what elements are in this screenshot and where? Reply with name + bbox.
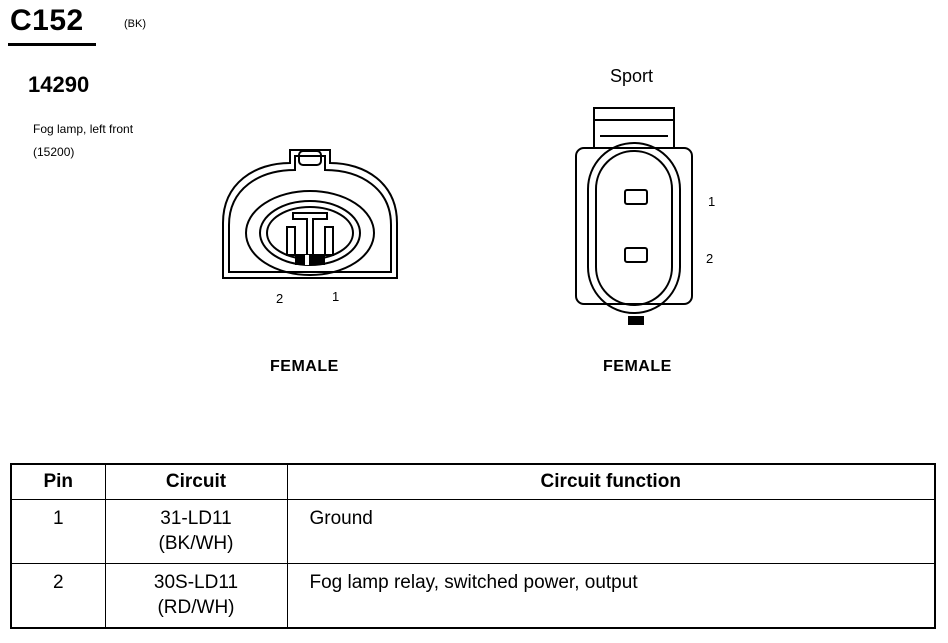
- left-connector-face-diagram: [222, 149, 398, 279]
- circuit-number: 30S-LD11: [153, 572, 239, 593]
- pin-cell: 2: [10, 563, 106, 628]
- wire-color: (BK/WH): [158, 533, 234, 554]
- right-gender-label: FEMALE: [603, 358, 672, 375]
- function-cell: Fog lamp relay, switched power, output: [286, 563, 936, 628]
- circuit-cell: 30S-LD11 (RD/WH): [104, 563, 288, 628]
- right-pin-label-2: 2: [706, 251, 714, 266]
- part-number: 14290: [28, 72, 90, 97]
- circuit-number: 31-LD11: [160, 508, 232, 529]
- table-row: 1 31-LD11 (BK/WH) Ground: [10, 499, 936, 564]
- function-cell: Ground: [286, 499, 936, 564]
- connector-id-underline: [8, 43, 96, 46]
- left-gender-label: FEMALE: [270, 358, 339, 375]
- variant-label: Sport: [610, 66, 654, 86]
- header-pin: Pin: [10, 463, 106, 500]
- right-pin-label-1: 1: [708, 194, 716, 209]
- right-connector-face-diagram: [575, 107, 693, 325]
- left-pin-label-2: 2: [276, 291, 284, 306]
- connector-id: C152: [10, 4, 84, 37]
- header-circuit: Circuit: [104, 463, 288, 500]
- wire-color: (RD/WH): [157, 597, 235, 618]
- pin-cell: 1: [10, 499, 106, 564]
- circuit-cell: 31-LD11 (BK/WH): [104, 499, 288, 564]
- pinout-table: Pin Circuit Circuit function 1 31-LD11 (B…: [10, 463, 936, 629]
- connector-description: Fog lamp, left front: [33, 122, 134, 136]
- connector-description-code: (15200): [33, 145, 75, 159]
- connector-color: (BK): [124, 18, 146, 30]
- table-row: 2 30S-LD11 (RD/WH) Fog lamp relay, switch…: [10, 563, 936, 628]
- header-circuit-function: Circuit function: [286, 463, 936, 500]
- table-header-row: Pin Circuit Circuit function: [10, 463, 936, 500]
- left-pin-label-1: 1: [332, 289, 340, 304]
